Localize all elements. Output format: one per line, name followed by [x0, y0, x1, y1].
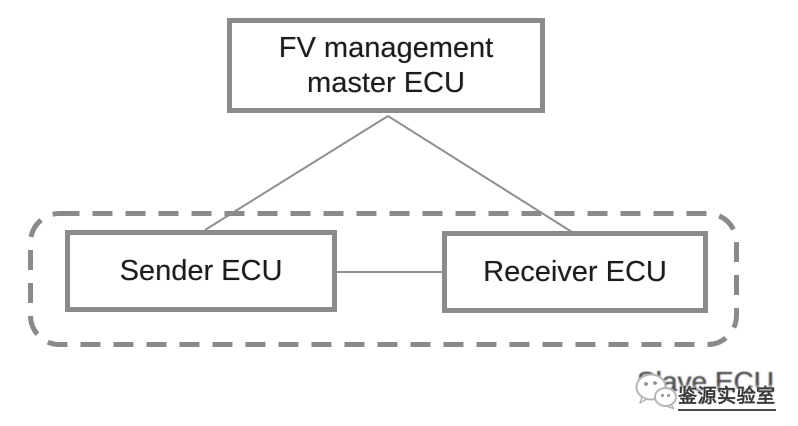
master-ecu-label: FV management master ECU [279, 31, 493, 99]
watermark: 鉴源实验室 [634, 372, 776, 411]
watermark-text: 鉴源实验室 [678, 381, 776, 411]
master-ecu-label-line2: master ECU [307, 66, 465, 99]
master-ecu-label-line1: FV management [278, 32, 494, 65]
connector-master-sender [204, 115, 389, 231]
sender-ecu-box: Sender ECU [65, 230, 337, 312]
receiver-ecu-label: Receiver ECU [483, 255, 667, 288]
wechat-chat-bubbles-icon [635, 373, 677, 410]
connector-master-receiver [387, 115, 573, 233]
sender-ecu-label: Sender ECU [119, 254, 283, 287]
master-ecu-box: FV management master ECU [227, 18, 545, 113]
receiver-ecu-box: Receiver ECU [442, 231, 708, 313]
